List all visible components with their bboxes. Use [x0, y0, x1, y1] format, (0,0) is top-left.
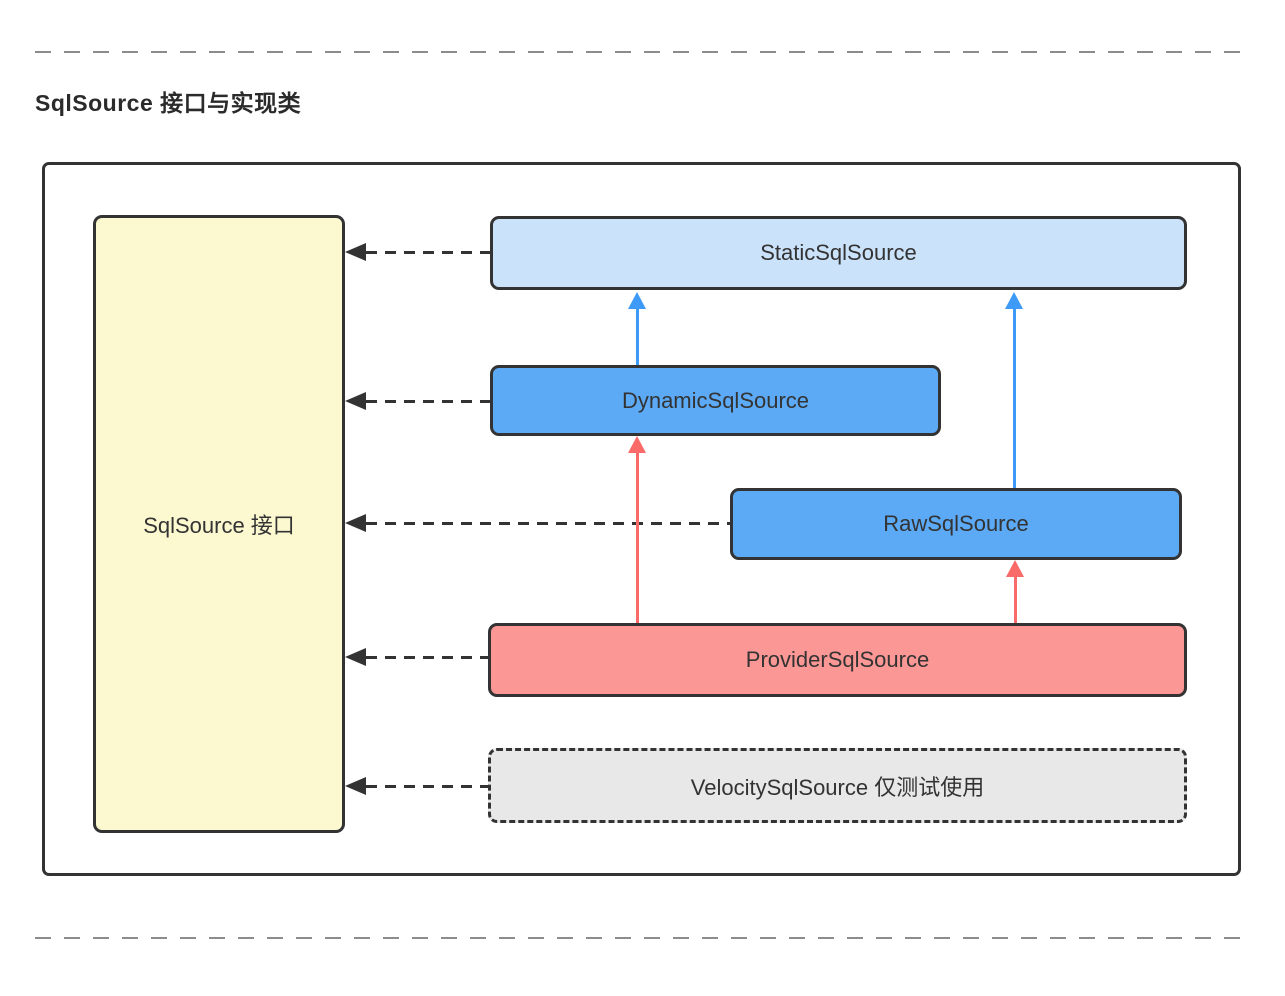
dashed-line — [366, 250, 490, 254]
dashed-line — [366, 655, 488, 659]
dashed-line — [366, 521, 730, 525]
solid-line — [1012, 309, 1016, 488]
arrowhead-left-icon — [345, 243, 366, 261]
node-label: VelocitySqlSource 仅测试使用 — [690, 774, 985, 800]
solid-line — [635, 309, 639, 365]
arrow-raw-to-static — [1004, 292, 1024, 488]
node-label: SqlSource 接口 — [143, 513, 295, 538]
arrow-provider-to-interface — [345, 646, 488, 668]
arrowhead-up-icon — [1005, 292, 1023, 309]
arrow-dynamic-to-static — [627, 292, 647, 365]
node-label: ProviderSqlSource — [745, 647, 930, 672]
node-label: StaticSqlSource — [760, 240, 917, 265]
arrowhead-left-icon — [345, 648, 366, 666]
arrow-raw-to-interface — [345, 512, 730, 534]
top-dashed-separator — [35, 51, 1251, 53]
node-dynamicsqlsource: DynamicSqlSource — [490, 365, 941, 436]
page-title: SqlSource 接口与实现类 — [35, 90, 302, 116]
arrow-provider-to-raw — [1005, 560, 1025, 623]
node-label: RawSqlSource — [883, 511, 1029, 536]
dashed-line — [366, 399, 490, 403]
arrow-static-to-interface — [345, 241, 490, 263]
dashed-line — [366, 784, 488, 788]
node-velocitysqlsource: VelocitySqlSource 仅测试使用 — [488, 748, 1187, 823]
solid-line — [1013, 577, 1017, 623]
arrowhead-up-icon — [628, 292, 646, 309]
arrow-provider-to-dynamic — [627, 436, 647, 623]
arrowhead-left-icon — [345, 392, 366, 410]
arrowhead-left-icon — [345, 514, 366, 532]
arrowhead-up-icon — [628, 436, 646, 453]
arrowhead-up-icon — [1006, 560, 1024, 577]
arrow-dynamic-to-interface — [345, 390, 490, 412]
node-providersqlsource: ProviderSqlSource — [488, 623, 1187, 697]
arrow-velocity-to-interface — [345, 775, 488, 797]
solid-line — [635, 453, 639, 623]
arrowhead-left-icon — [345, 777, 366, 795]
node-sqlsource-interface: SqlSource 接口 — [93, 215, 345, 833]
node-staticsqlsource: StaticSqlSource — [490, 216, 1187, 290]
node-rawsqlsource: RawSqlSource — [730, 488, 1182, 560]
bottom-dashed-separator — [35, 937, 1251, 939]
node-label: DynamicSqlSource — [621, 387, 810, 413]
